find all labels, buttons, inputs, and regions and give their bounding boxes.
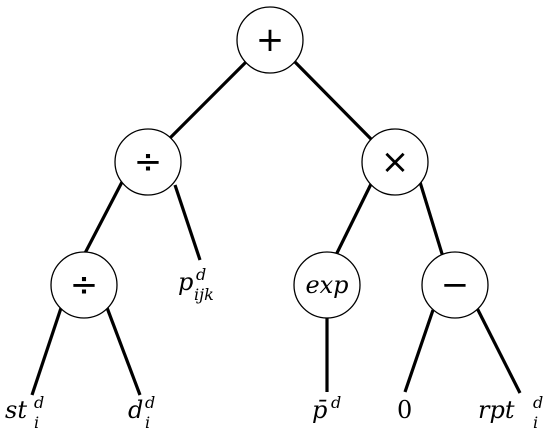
leaf-st-sup: d <box>34 393 44 412</box>
leaf-st-sub: i <box>34 413 39 432</box>
tree-edges <box>30 58 522 396</box>
node-inner-div-label: ÷ <box>70 265 99 305</box>
leaf-pbar-sup: d <box>331 393 341 412</box>
node-right-mul: × <box>361 128 429 196</box>
edge-minus-rpt <box>475 307 522 394</box>
leaf-rpt-sub: i <box>533 413 538 432</box>
leaf-pbar: p̄ d <box>312 393 341 424</box>
node-exp: exp <box>293 251 361 319</box>
node-minus: − <box>421 251 489 319</box>
leaf-st-main: st <box>5 396 27 424</box>
node-minus-label: − <box>441 265 470 305</box>
leaf-p-sub: ijk <box>194 285 214 304</box>
leaf-d-main: d <box>128 396 143 424</box>
leaf-rpt-sup: d <box>533 393 543 412</box>
leaf-rpt: rpt d i <box>478 393 543 432</box>
leaf-d: d d i <box>128 393 155 432</box>
leaf-d-sup: d <box>145 393 155 412</box>
leaf-zero: 0 <box>397 396 412 424</box>
edge-root-right <box>291 58 374 142</box>
leaf-p-sup: d <box>196 265 206 284</box>
leaf-pbar-main: p̄ <box>312 396 327 424</box>
edge-innerdiv-st <box>30 304 64 396</box>
leaf-p-main: p <box>178 268 193 296</box>
edge-rightmul-minus <box>418 181 445 258</box>
edge-leftdiv-innerdiv <box>81 181 124 258</box>
node-left-div-label: ÷ <box>134 142 163 182</box>
node-root: + <box>236 6 304 74</box>
node-right-mul-label: × <box>381 142 410 182</box>
edge-leftdiv-p <box>173 184 202 261</box>
leaf-rpt-main: rpt <box>478 396 515 424</box>
node-root-label: + <box>256 20 285 60</box>
leaf-st: st d i <box>5 393 44 432</box>
node-inner-div: ÷ <box>50 251 118 319</box>
edge-minus-zero <box>403 309 435 393</box>
node-left-div: ÷ <box>114 128 182 196</box>
leaf-p-ijk: p d ijk <box>178 265 214 304</box>
node-exp-label: exp <box>305 271 348 299</box>
leaf-zero-main: 0 <box>397 396 412 424</box>
edge-rightmul-exp <box>333 181 374 258</box>
edge-root-left <box>168 58 250 140</box>
edge-innerdiv-d <box>104 304 142 396</box>
leaf-d-sub: i <box>145 413 150 432</box>
